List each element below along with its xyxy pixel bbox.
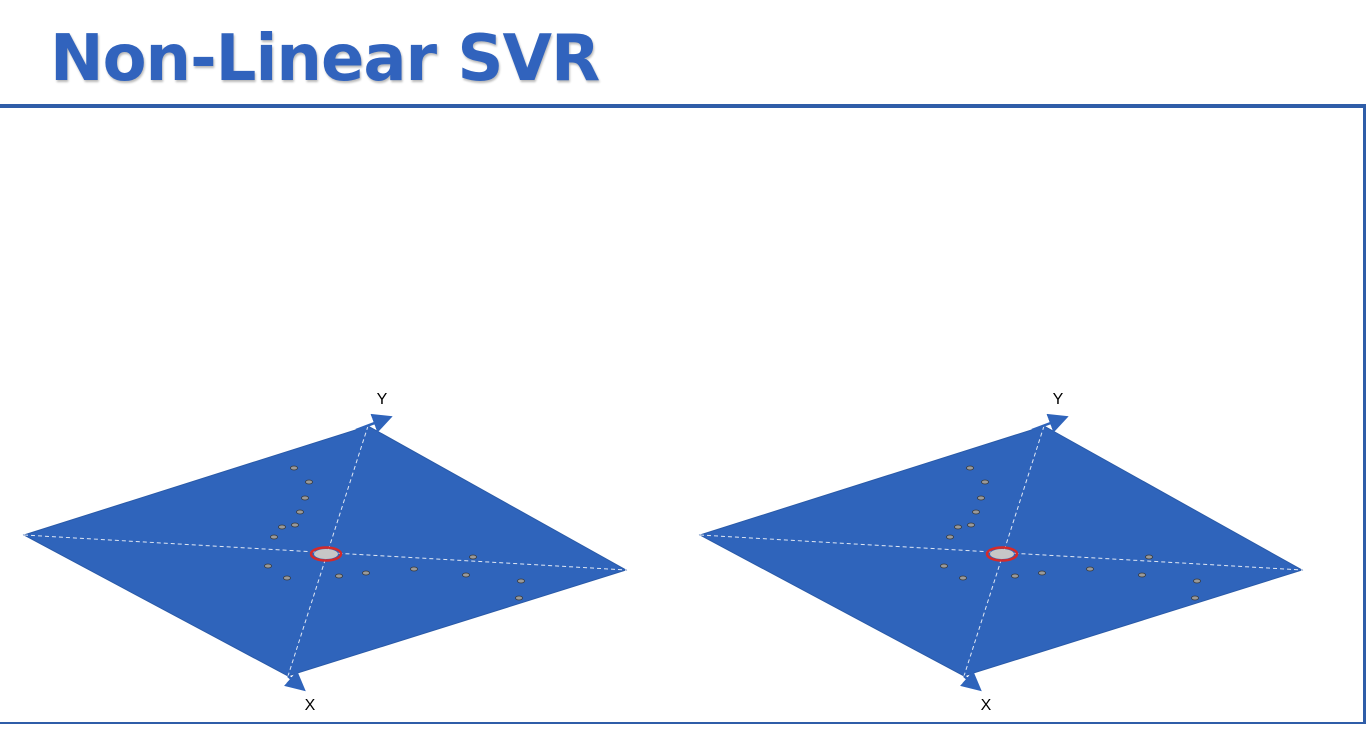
x-axis-label: X <box>305 697 316 714</box>
highlight-ring <box>309 546 343 562</box>
data-point <box>296 509 304 515</box>
x-axis-arrow <box>284 670 306 692</box>
data-point <box>946 534 954 540</box>
right-border <box>1363 104 1366 724</box>
data-point <box>1191 595 1199 601</box>
data-point <box>291 522 299 528</box>
data-point <box>283 575 291 581</box>
data-point <box>305 479 313 485</box>
data-point <box>977 495 985 501</box>
y-axis-arrow <box>1031 413 1069 433</box>
data-point <box>290 465 298 471</box>
data-point <box>1086 566 1094 572</box>
data-point <box>410 566 418 572</box>
data-point <box>959 575 967 581</box>
data-point <box>469 554 477 560</box>
x-axis-label: X <box>981 697 992 714</box>
data-point <box>981 479 989 485</box>
data-points <box>940 465 1201 601</box>
slide-title: Non-Linear SVR <box>50 22 600 96</box>
center-point <box>314 549 338 559</box>
data-point <box>515 595 523 601</box>
data-point <box>954 524 962 530</box>
data-point <box>264 563 272 569</box>
data-point <box>301 495 309 501</box>
plane-diagonal <box>287 425 369 677</box>
y-axis-arrow <box>355 413 393 433</box>
data-point <box>1193 578 1201 584</box>
title-divider <box>0 104 1366 108</box>
x-axis-arrow <box>960 670 982 692</box>
center-point <box>990 549 1014 559</box>
data-point <box>517 578 525 584</box>
data-point <box>1138 572 1146 578</box>
data-point <box>940 563 948 569</box>
plane-diagonal <box>963 425 1045 677</box>
data-point <box>462 572 470 578</box>
bottom-divider <box>0 722 1366 724</box>
data-point <box>1038 570 1046 576</box>
data-point <box>335 573 343 579</box>
data-point <box>270 534 278 540</box>
data-point <box>1145 554 1153 560</box>
left-plane-diagram: Y X <box>22 391 628 714</box>
data-points <box>264 465 525 601</box>
data-point <box>1011 573 1019 579</box>
data-point <box>967 522 975 528</box>
data-point <box>972 509 980 515</box>
data-point <box>362 570 370 576</box>
highlight-ring <box>985 546 1019 562</box>
y-axis-label: Y <box>1053 391 1064 408</box>
right-plane-diagram: Y X <box>698 391 1304 714</box>
data-point <box>966 465 974 471</box>
y-axis-label: Y <box>377 391 388 408</box>
data-point <box>278 524 286 530</box>
